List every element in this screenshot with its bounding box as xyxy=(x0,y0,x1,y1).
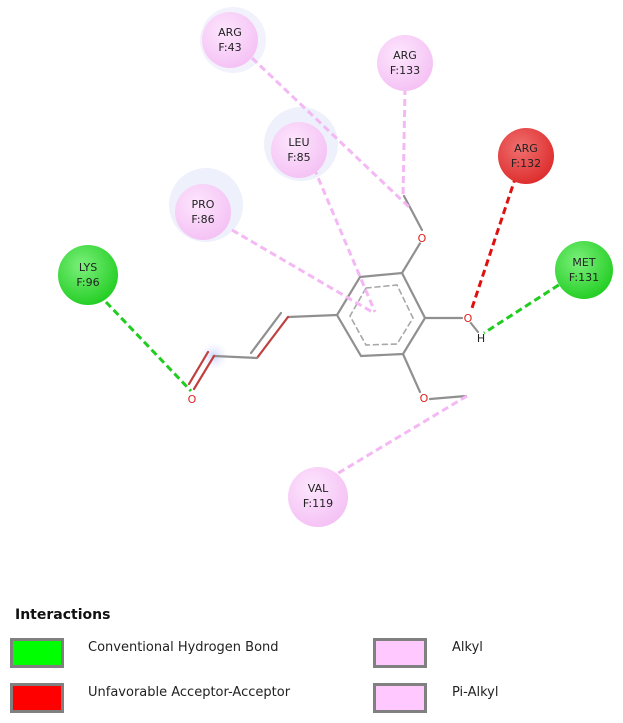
interactions xyxy=(104,56,569,477)
hbond-lys96 xyxy=(104,300,193,393)
legend-label-unfavorable: Unfavorable Acceptor-Acceptor xyxy=(88,685,291,700)
bond-carbonyl-double-a xyxy=(192,354,216,391)
atom-o-carbonyl: O xyxy=(188,393,197,406)
residue-chain: F:131 xyxy=(569,271,599,284)
residue-chain: F:43 xyxy=(218,41,241,54)
bond-chain-double-a xyxy=(255,315,290,360)
residue-name: MET xyxy=(572,256,595,269)
residue-name: VAL xyxy=(308,482,329,495)
bond-ring-o-bottom xyxy=(401,352,422,394)
pialkyl-leu85 xyxy=(312,167,377,313)
bond-o-bottom-ch3 xyxy=(428,394,468,401)
residue-arg133[interactable]: ARG F:133 xyxy=(377,35,433,91)
residue-met131[interactable]: MET F:131 xyxy=(555,241,613,299)
unfavorable-arg132 xyxy=(470,175,518,309)
atom-h-hydroxyl: H xyxy=(477,332,485,345)
residue-chain: F:86 xyxy=(191,213,214,226)
legend-swatch-pialkyl xyxy=(373,683,427,713)
alkyl-arg43 xyxy=(250,56,412,210)
residue-chain: F:119 xyxy=(303,497,333,510)
residue-arg43[interactable]: ARG F:43 xyxy=(202,12,258,68)
bond-chain-carbonyl xyxy=(212,354,259,360)
legend-swatch-alkyl xyxy=(373,638,427,668)
pialkyl-pro86 xyxy=(231,228,375,315)
residue-name: ARG xyxy=(393,49,417,62)
alkyl-arg133 xyxy=(401,87,407,199)
hbond-met131 xyxy=(483,277,569,335)
residue-chain: F:96 xyxy=(76,276,99,289)
residue-pro86[interactable]: PRO F:86 xyxy=(175,184,231,240)
legend-label-hbond: Conventional Hydrogen Bond xyxy=(88,640,279,655)
legend-title: Interactions xyxy=(15,607,111,623)
atom-o-bottom: O xyxy=(420,392,429,405)
atom-o-top: O xyxy=(418,232,427,245)
residue-name: LEU xyxy=(288,136,309,149)
residue-name: LYS xyxy=(79,261,97,274)
bond-ring-o-top xyxy=(400,238,424,275)
residue-leu85[interactable]: LEU F:85 xyxy=(271,122,327,178)
legend-label-alkyl: Alkyl xyxy=(452,640,483,655)
atom-labels: O O H O O xyxy=(187,232,486,406)
interaction-diagram: O O H O O ARG F:43 ARG F:133 LEU F:85 AR… xyxy=(58,7,613,527)
bond-oh-h xyxy=(468,320,480,334)
residue-chain: F:85 xyxy=(287,151,310,164)
residue-chain: F:133 xyxy=(390,64,420,77)
legend-swatch-hbond xyxy=(10,638,64,668)
bond-ring-chain xyxy=(286,313,339,319)
legend-label-pialkyl: Pi-Alkyl xyxy=(452,685,499,700)
residue-chain: F:132 xyxy=(511,157,541,170)
bond-carbonyl-double-b xyxy=(187,350,210,386)
ligand-structure xyxy=(187,194,480,401)
residue-name: ARG xyxy=(218,26,242,39)
bond-chain-double-b xyxy=(249,311,283,355)
bond-o-top-ch3 xyxy=(402,194,424,232)
residue-val119[interactable]: VAL F:119 xyxy=(288,467,348,527)
residue-name: PRO xyxy=(192,198,215,211)
residue-name: ARG xyxy=(514,142,538,155)
legend: Interactions Conventional Hydrogen Bond … xyxy=(0,600,623,723)
residue-lys96[interactable]: LYS F:96 xyxy=(58,245,118,305)
legend-swatch-unfavorable xyxy=(10,683,64,713)
atom-o-hydroxyl: O xyxy=(464,312,473,325)
alkyl-val119 xyxy=(334,394,468,477)
aromatic-inner-ring xyxy=(349,284,414,346)
residue-arg132[interactable]: ARG F:132 xyxy=(498,128,554,184)
